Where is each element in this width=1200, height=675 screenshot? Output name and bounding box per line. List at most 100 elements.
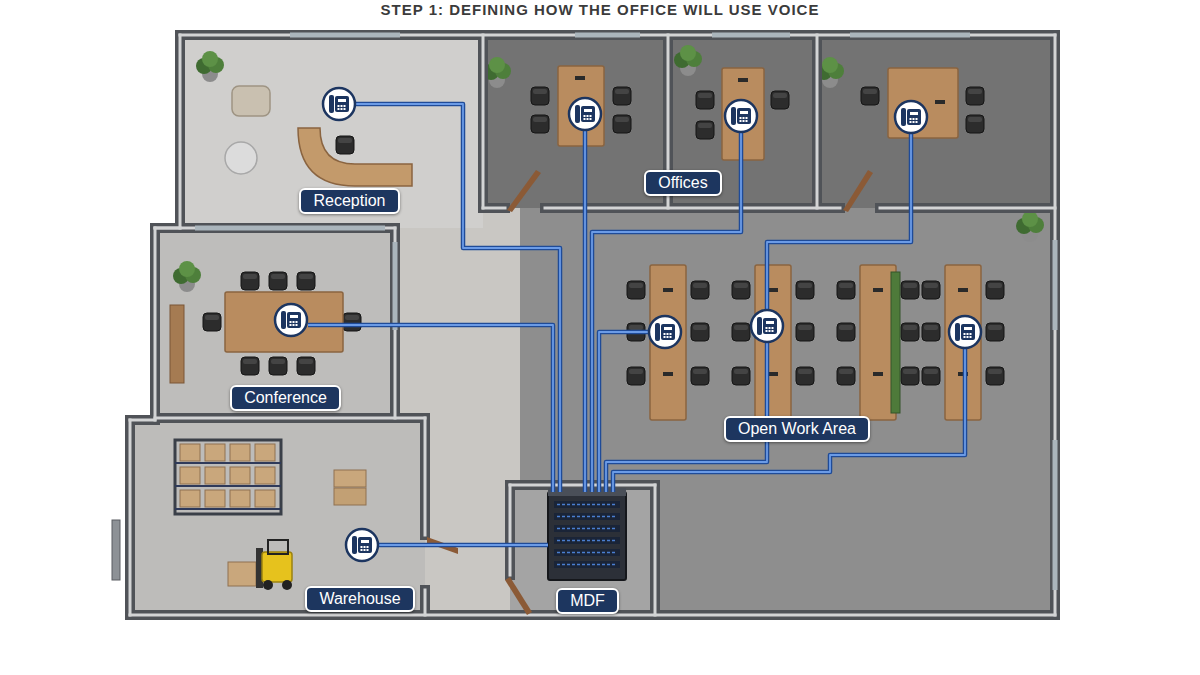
box: [334, 488, 366, 505]
wall-top: [155, 227, 395, 230]
wall: [420, 418, 430, 535]
round-table: [225, 142, 257, 174]
reception-floor: [180, 35, 483, 228]
wall-top: [155, 417, 425, 420]
pallet-box: [228, 562, 256, 586]
phone-base: [737, 108, 751, 124]
box: [205, 490, 225, 507]
phone-key: [290, 324, 292, 326]
chair: [241, 357, 259, 375]
box: [255, 490, 275, 507]
office-carpet: [483, 35, 1055, 208]
phone-screen: [910, 112, 918, 115]
wall: [545, 203, 840, 213]
chair-back: [243, 359, 257, 364]
patch-ports: [557, 516, 617, 518]
glass-window: [195, 226, 385, 231]
chair: [837, 281, 855, 299]
phone-key: [590, 118, 592, 120]
furniture: [170, 45, 1044, 590]
monitor: [873, 372, 883, 376]
phone-screen: [290, 315, 298, 318]
chair: [203, 313, 221, 331]
wall: [175, 35, 185, 228]
rack-cabinet: [548, 492, 626, 580]
phone-key: [670, 336, 672, 338]
phone-base: [961, 324, 975, 340]
phone-key: [590, 115, 592, 117]
phone-handset: [352, 536, 357, 554]
phone-icon: [323, 88, 355, 120]
desk: [755, 265, 791, 420]
wall: [483, 203, 505, 213]
forklift-wheel: [263, 580, 273, 590]
chair-back: [338, 138, 352, 143]
box: [255, 467, 275, 484]
corridor-floor: [130, 35, 1055, 615]
chair-back: [988, 325, 1002, 330]
cable-core: [308, 325, 553, 492]
shelf-frame: [175, 440, 281, 514]
phone-handset: [281, 311, 286, 329]
wall-top: [509, 485, 512, 575]
chair-back: [693, 283, 707, 288]
rack-unit: [554, 501, 620, 508]
phone-handset: [329, 95, 334, 113]
chair-back: [205, 315, 219, 320]
glass-window: [290, 33, 400, 38]
wall-top: [483, 207, 505, 210]
phone-key: [916, 121, 918, 123]
rack-unit: [554, 525, 620, 532]
chair-back: [988, 369, 1002, 374]
phone-key: [970, 336, 972, 338]
chair-back: [839, 369, 853, 374]
phone-badge: [275, 304, 307, 336]
chair: [691, 281, 709, 299]
phone-icon: [649, 316, 681, 348]
phone-icon: [751, 310, 783, 342]
cable-core: [592, 133, 741, 492]
room-label: Offices: [644, 170, 722, 196]
phone-base: [287, 312, 301, 328]
room-label: Open Work Area: [724, 416, 870, 442]
glass-window: [575, 33, 640, 38]
sofa: [232, 86, 270, 116]
chair-back: [698, 93, 712, 98]
shelf: [175, 485, 281, 487]
box: [230, 444, 250, 461]
phone-base: [335, 96, 349, 112]
phone-badge: [346, 529, 378, 561]
chair: [531, 87, 549, 105]
patch-ports: [557, 564, 617, 566]
room-label-text: Open Work Area: [738, 419, 856, 439]
chair-back: [798, 325, 812, 330]
room-label-text: Reception: [313, 191, 385, 211]
chair-back: [903, 325, 917, 330]
chair-back: [988, 283, 1002, 288]
floors: [130, 35, 1055, 615]
chair: [613, 87, 631, 105]
phone-key: [746, 120, 748, 122]
rack-unit: [554, 561, 620, 568]
phone-handset: [757, 317, 762, 335]
phone-key: [584, 115, 586, 117]
chair: [732, 323, 750, 341]
phone-handset: [955, 323, 960, 341]
wall: [650, 485, 660, 615]
diagram-title: STEP 1: DEFINING HOW THE OFFICE WILL USE…: [0, 1, 1200, 18]
room-label-text: Offices: [658, 173, 708, 193]
chair-back: [798, 283, 812, 288]
chair: [837, 323, 855, 341]
phone-key: [361, 546, 363, 548]
chair-back: [345, 315, 359, 320]
phone-key: [916, 118, 918, 120]
phone-key: [664, 333, 666, 335]
monitor: [738, 78, 748, 82]
chair-back: [903, 283, 917, 288]
cable: [583, 131, 588, 492]
room-label-text: MDF: [570, 591, 605, 611]
cable-core: [613, 349, 965, 492]
door: [507, 170, 541, 212]
chair: [966, 87, 984, 105]
